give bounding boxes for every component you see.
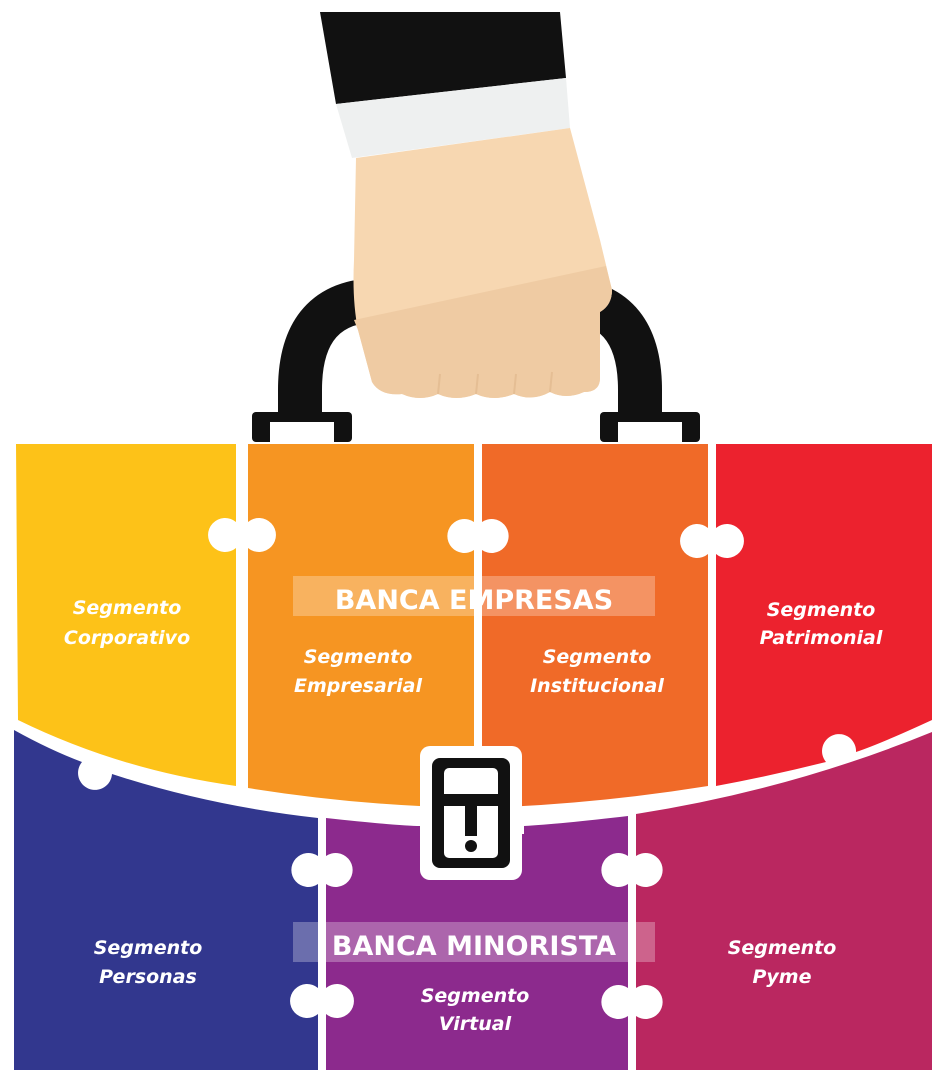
- shirt-cuff: [336, 78, 570, 158]
- banner-empresas-label: BANCA EMPRESAS: [335, 585, 613, 616]
- label-corporativo-line1: Segmento: [73, 597, 182, 619]
- label-pyme-line1: Segmento: [728, 937, 837, 959]
- hand-shadow: [354, 266, 612, 398]
- banner-minorista-label: BANCA MINORISTA: [332, 931, 616, 962]
- label-empresarial-line1: Segmento: [304, 646, 413, 668]
- segment-corporativo: [16, 444, 236, 786]
- suit-sleeve: [320, 12, 566, 104]
- segment-patrimonial: [716, 444, 932, 786]
- briefcase-lock: [420, 746, 522, 880]
- segment-empresarial: [248, 444, 474, 808]
- label-patrimonial-line2: Patrimonial: [760, 627, 883, 649]
- label-institucional-line1: Segmento: [543, 646, 652, 668]
- label-personas-line1: Segmento: [94, 937, 203, 959]
- label-empresarial-line2: Empresarial: [294, 675, 422, 697]
- label-corporativo-line2: Corporativo: [64, 627, 190, 649]
- label-virtual-line1: Segmento: [421, 985, 530, 1007]
- segment-personas: [14, 730, 318, 1070]
- keyhole-icon: [465, 840, 477, 852]
- segment-virtual: [326, 816, 628, 1070]
- hand-illustration: [320, 12, 612, 398]
- label-patrimonial-line1: Segmento: [767, 599, 876, 621]
- label-personas-line2: Personas: [99, 966, 197, 988]
- banner-minorista: [293, 922, 655, 962]
- label-virtual-line2: Virtual: [439, 1013, 512, 1035]
- banner-empresas: [293, 576, 655, 616]
- segment-pyme: [636, 732, 932, 1070]
- label-pyme-line2: Pyme: [753, 966, 812, 988]
- segment-institucional: [482, 444, 708, 808]
- label-institucional-line2: Institucional: [530, 675, 664, 697]
